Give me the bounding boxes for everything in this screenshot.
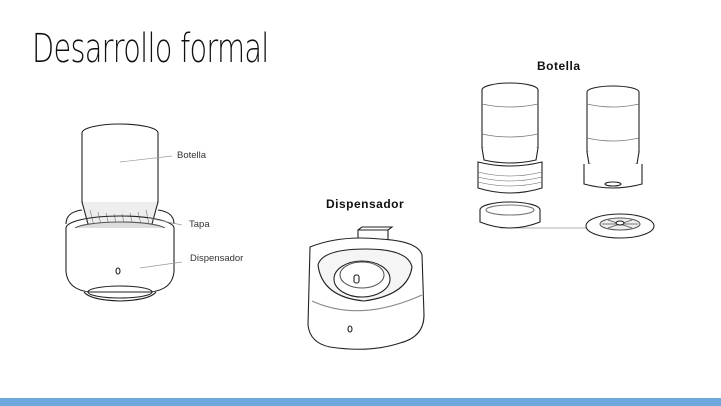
bottle-heading: Botella [537, 59, 581, 73]
callout-bottle: Botella [177, 150, 207, 161]
assembly-drawing [60, 120, 180, 305]
bottom-accent-bar [0, 398, 721, 406]
dispenser-drawing [300, 225, 430, 353]
callout-cap: Tapa [189, 219, 210, 230]
bottle-exploded-drawing [468, 80, 653, 245]
slide-title: Desarrollo formal [32, 26, 269, 72]
dispenser-heading: Dispensador [326, 197, 405, 211]
callout-dispenser: Dispensador [190, 253, 244, 264]
